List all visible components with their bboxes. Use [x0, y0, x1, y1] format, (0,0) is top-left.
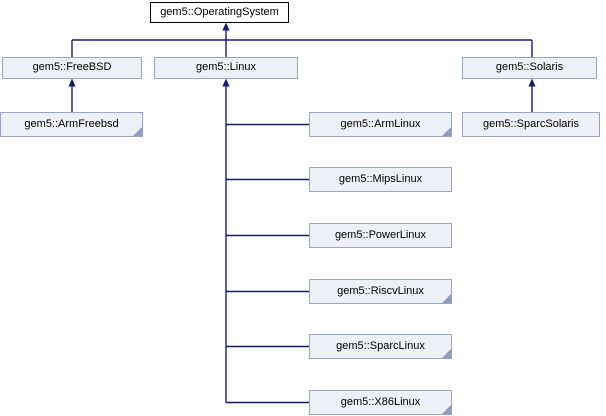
class-node-riscv-linux[interactable]: gem5::RiscvLinux	[309, 279, 452, 304]
class-node-label: gem5::OperatingSystem	[160, 5, 279, 18]
class-node-solaris[interactable]: gem5::Solaris	[462, 57, 597, 79]
truncation-corner-icon	[442, 349, 451, 358]
class-node-mips-linux[interactable]: gem5::MipsLinux	[309, 167, 452, 192]
class-node-label: gem5::Solaris	[495, 61, 564, 73]
class-node-label: gem5::ArmLinux	[340, 117, 421, 130]
class-node-linux[interactable]: gem5::Linux	[154, 57, 298, 79]
class-node-operating-system: gem5::OperatingSystem	[150, 2, 289, 23]
class-node-label: gem5::X86Linux	[340, 395, 421, 408]
class-node-freebsd[interactable]: gem5::FreeBSD	[2, 57, 142, 79]
class-node-label: gem5::Linux	[196, 61, 256, 73]
class-node-label: gem5::FreeBSD	[32, 61, 112, 73]
truncation-corner-icon	[442, 127, 451, 136]
truncation-corner-icon	[133, 127, 142, 136]
truncation-corner-icon	[442, 405, 451, 414]
class-node-power-linux[interactable]: gem5::PowerLinux	[309, 223, 452, 248]
class-node-label: gem5::ArmFreebsd	[24, 117, 119, 130]
class-node-label: gem5::SparcLinux	[336, 339, 425, 352]
class-node-label: gem5::SparcSolaris	[483, 117, 579, 130]
class-node-label: gem5::MipsLinux	[338, 172, 423, 185]
truncation-corner-icon	[442, 294, 451, 303]
class-node-sparc-linux[interactable]: gem5::SparcLinux	[309, 334, 452, 359]
class-node-arm-linux[interactable]: gem5::ArmLinux	[309, 112, 452, 137]
class-node-x86-linux[interactable]: gem5::X86Linux	[309, 390, 452, 415]
class-node-sparc-solaris[interactable]: gem5::SparcSolaris	[462, 112, 600, 137]
class-node-label: gem5::RiscvLinux	[337, 284, 424, 297]
class-node-arm-freebsd[interactable]: gem5::ArmFreebsd	[0, 112, 143, 137]
class-node-label: gem5::PowerLinux	[334, 228, 427, 241]
